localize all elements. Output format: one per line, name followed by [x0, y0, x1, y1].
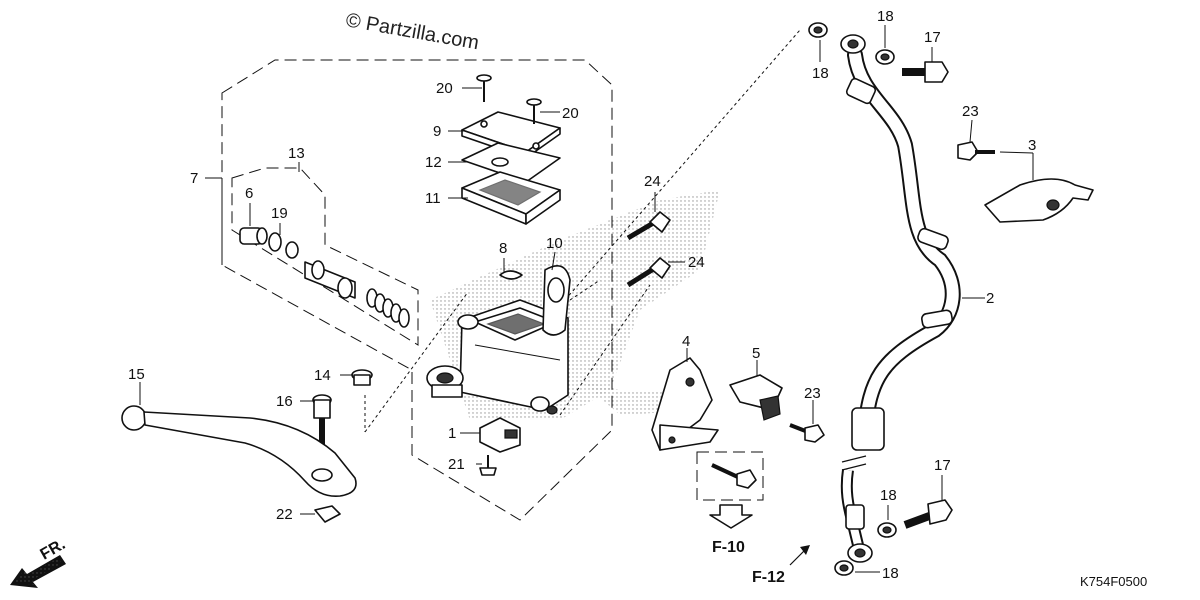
callout-1: 1	[448, 425, 456, 442]
callout-18-top-right: 18	[877, 8, 894, 25]
callout-18-top-left: 18	[812, 65, 829, 82]
master-cylinder-body	[426, 299, 569, 415]
callout-2: 2	[986, 290, 994, 307]
callout-24-top: 24	[644, 173, 661, 190]
callout-15: 15	[128, 366, 145, 383]
front-direction-arrow	[10, 555, 66, 588]
hose-clamp	[984, 178, 1094, 223]
sealing-washers	[808, 22, 897, 576]
f10-arrow	[709, 504, 753, 529]
front-brake-hose	[840, 34, 961, 563]
leader-lines	[139, 25, 1034, 573]
piston-kit-parts	[239, 227, 410, 328]
callout-22: 22	[276, 506, 293, 523]
ref-f10: F-10	[712, 539, 745, 556]
callout-6: 6	[245, 185, 253, 202]
rear-stop-switch	[729, 374, 783, 421]
callout-11: 11	[425, 190, 441, 207]
callout-3: 3	[1028, 137, 1036, 154]
callout-20-left: 20	[436, 80, 453, 97]
front-brake-lever	[121, 405, 357, 498]
f12-arrow	[789, 545, 810, 566]
callout-8: 8	[499, 240, 507, 257]
callout-19: 19	[271, 205, 288, 222]
callout-21: 21	[448, 456, 465, 473]
lever-pivot-nut-lower	[314, 505, 341, 523]
watermark-text: © Partzilla.com	[344, 9, 481, 54]
callout-23-top: 23	[962, 103, 979, 120]
callout-14: 14	[314, 367, 331, 384]
piston-kit-outline	[231, 167, 419, 346]
callout-17-top: 17	[924, 29, 941, 46]
switch-mount-bolt	[711, 463, 757, 489]
callout-4: 4	[682, 333, 690, 350]
handlebar-holder	[542, 264, 571, 336]
callout-20-right: 20	[562, 105, 579, 122]
callout-24-bottom: 24	[688, 254, 705, 271]
front-direction-label: FR.	[38, 536, 69, 564]
callout-18-bottom: 18	[882, 565, 899, 582]
return-spring	[366, 288, 410, 328]
master-cylinder-assembly-outline	[221, 59, 613, 521]
switch-bracket	[651, 357, 719, 451]
diagram-code: K754F0500	[1080, 574, 1147, 589]
callout-9: 9	[433, 123, 441, 140]
reservoir-diaphragm	[461, 171, 561, 225]
holder-bolts	[626, 211, 671, 288]
callout-labels: 1 2 3 4 5 6 7 8 9 10 11 12 13 14 15 16 1…	[128, 8, 1036, 582]
pipe-clip	[499, 270, 523, 280]
callout-10: 10	[546, 235, 563, 252]
callout-5: 5	[752, 345, 760, 362]
lever-pivot-nut	[351, 369, 373, 386]
cover-screws	[476, 74, 542, 124]
callout-12: 12	[425, 154, 442, 171]
lever-pivot-bolt	[312, 394, 332, 448]
oil-bolts	[902, 61, 953, 529]
front-brake-switch	[479, 417, 521, 476]
callout-17-bottom: 17	[934, 457, 951, 474]
switch-hardware-outline	[696, 451, 764, 501]
callout-7: 7	[190, 170, 198, 187]
callout-23-bottom: 23	[804, 385, 821, 402]
ref-f12: F-12	[752, 569, 785, 586]
clamp-bolt	[957, 141, 995, 161]
bracket-bolt	[789, 423, 825, 443]
callout-18-bottom-right: 18	[880, 487, 897, 504]
callout-13: 13	[288, 145, 305, 162]
callout-16: 16	[276, 393, 293, 410]
